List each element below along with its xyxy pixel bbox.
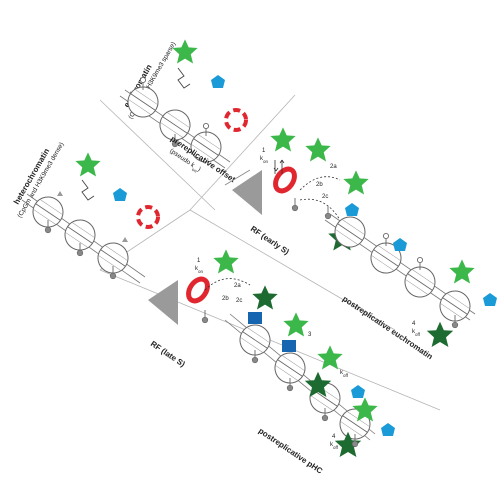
heterochromatin-panel: heterochromatin (CpGm and H3K9me3 dense) bbox=[12, 141, 160, 284]
hp1-star-icon bbox=[305, 137, 331, 162]
step-label: 2c bbox=[236, 298, 242, 304]
blue-pentagon-icon bbox=[351, 385, 365, 398]
divider-line bbox=[99, 99, 216, 211]
zigzag-arrow-icon bbox=[81, 179, 95, 201]
step-label: 3 bbox=[308, 332, 312, 338]
post-phc-label: postreplicative pHC bbox=[257, 426, 325, 476]
euchromatin-fiber bbox=[119, 76, 231, 169]
step-label: 4 bbox=[412, 321, 416, 327]
methylated-cpg-marker bbox=[291, 197, 299, 212]
hp1-star-icon bbox=[213, 249, 239, 274]
step-label: 2a bbox=[234, 283, 241, 289]
kinetic-arrows bbox=[274, 160, 283, 174]
dnmt-square-icon bbox=[248, 312, 262, 324]
step-label: 1 bbox=[262, 148, 266, 154]
step-label: 4 bbox=[332, 434, 336, 440]
hp1-star-icon bbox=[270, 127, 296, 152]
blue-pentagon-icon bbox=[113, 188, 127, 201]
rf-late-label: RF (late S) bbox=[149, 339, 187, 369]
red-ring-open-icon bbox=[224, 108, 248, 132]
hp1-star-icon bbox=[343, 170, 369, 195]
bound-star-icon bbox=[426, 321, 454, 347]
divider-line bbox=[189, 209, 396, 331]
post-phc-panel: 3 koff 4 koff postreplicative pHC bbox=[224, 312, 395, 476]
step-label: 2b bbox=[222, 296, 229, 302]
pcna-ring-icon bbox=[186, 276, 210, 304]
k-off-label: koff bbox=[340, 370, 349, 378]
post-euchromatin-panel: 4 koff postreplicative euchromatin bbox=[324, 210, 497, 361]
zigzag-arrow-icon bbox=[177, 67, 191, 89]
hp1-star-icon bbox=[75, 152, 101, 177]
step-label: 2a bbox=[330, 164, 337, 170]
k-on-label: kon bbox=[195, 266, 204, 274]
h3k9me3-mark-icon bbox=[122, 237, 128, 242]
replication-fork-triangle bbox=[148, 280, 178, 325]
hp1-star-icon bbox=[449, 259, 475, 284]
step-label: 2b bbox=[316, 182, 323, 188]
k-off-label: koff bbox=[412, 329, 421, 337]
hp1-star-icon bbox=[283, 312, 309, 337]
blue-pentagon-icon bbox=[345, 203, 359, 216]
heterochromatin-fiber bbox=[21, 190, 146, 284]
dnmt-square-icon bbox=[282, 340, 296, 352]
pcna-ring-icon bbox=[273, 166, 297, 194]
blue-pentagon-icon bbox=[483, 293, 497, 306]
k-off-label: koff bbox=[330, 442, 339, 450]
methylated-cpg-marker bbox=[201, 309, 209, 324]
divider-line bbox=[189, 94, 296, 211]
rf-early-label: RF (early S) bbox=[249, 224, 291, 257]
step-label: 1 bbox=[197, 258, 201, 264]
post-euchromatin-label: postreplicative euchromatin bbox=[341, 294, 435, 361]
replication-fork-triangle bbox=[232, 170, 262, 215]
euchromatin-panel: euchromatin (CpGm and H3K9me3 sparse) pr… bbox=[119, 39, 248, 184]
k-on-label: kon bbox=[260, 156, 269, 164]
blue-pentagon-icon bbox=[381, 423, 395, 436]
hp1-star-icon bbox=[172, 39, 198, 64]
bound-star-icon bbox=[252, 285, 278, 310]
red-ring-open-icon bbox=[136, 205, 160, 229]
h3k9me3-mark-icon bbox=[57, 191, 63, 196]
hp1-star-icon bbox=[317, 345, 343, 370]
step-label: 2c bbox=[322, 194, 328, 200]
blue-pentagon-icon bbox=[211, 75, 225, 88]
blue-pentagon-icon bbox=[393, 238, 407, 251]
